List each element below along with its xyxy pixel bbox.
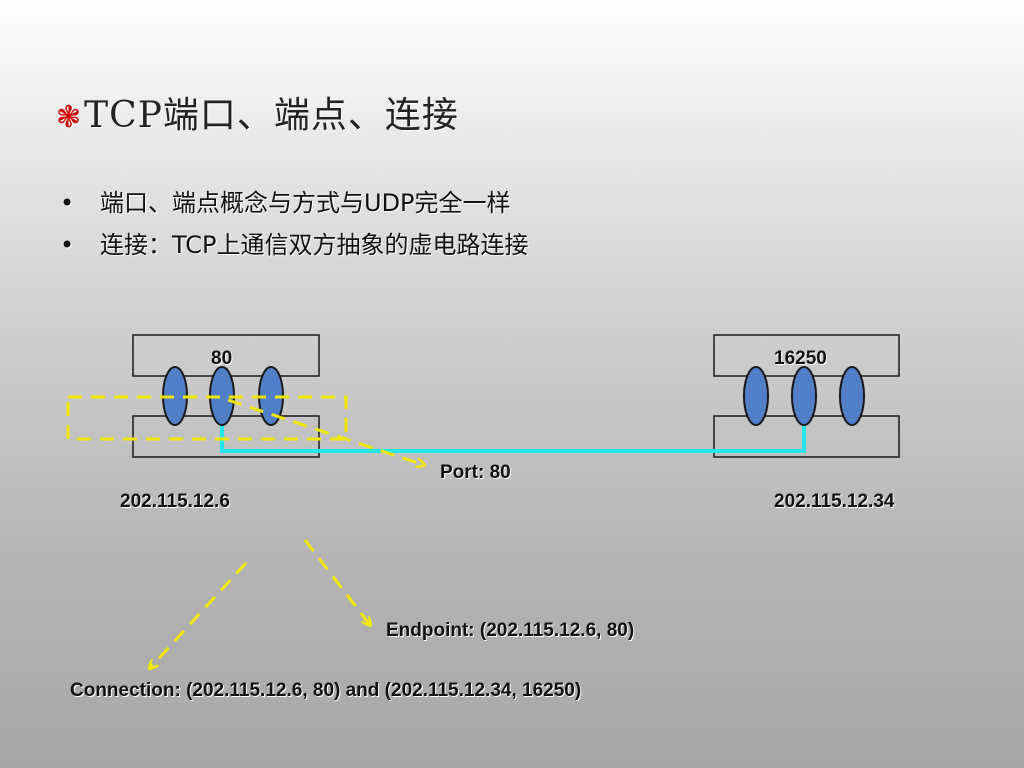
right-port-ellipse <box>839 366 865 426</box>
port-arrow <box>227 398 424 465</box>
bullet-dot: • <box>60 231 75 259</box>
bullet-item: • 端口、端点概念与方式与UDP完全一样 <box>60 182 528 224</box>
port-label: Port: 80 <box>440 462 511 483</box>
port-highlight-dashed-box <box>66 395 348 441</box>
flower-bullet-icon: ❃ <box>56 100 83 135</box>
right-host-ip: 202.115.12.34 <box>774 491 895 512</box>
left-port-number: 80 <box>211 348 233 369</box>
endpoint-arrow <box>303 539 370 625</box>
bullet-text: 连接：TCP上通信双方抽象的虚电路连接 <box>100 231 529 259</box>
bullet-dot: • <box>60 189 75 217</box>
slide-title-text: TCP端口、端点、连接 <box>84 95 459 136</box>
connection-label: Connection: (202.115.12.6, 80) and (202.… <box>70 680 582 701</box>
bullet-list: • 端口、端点概念与方式与UDP完全一样 • 连接：TCP上通信双方抽象的虚电路连接 <box>60 182 528 266</box>
right-port-number: 16250 <box>774 348 827 369</box>
connection-arrow <box>150 561 248 668</box>
right-port-ellipse-active <box>791 366 817 426</box>
slide-title: ❃TCP端口、端点、连接 <box>56 86 459 138</box>
bullet-text: 端口、端点概念与方式与UDP完全一样 <box>100 189 511 217</box>
left-host-ip: 202.115.12.6 <box>120 491 230 512</box>
endpoint-label: Endpoint: (202.115.12.6, 80) <box>386 620 635 641</box>
right-port-ellipse <box>743 366 769 426</box>
bullet-item: • 连接：TCP上通信双方抽象的虚电路连接 <box>60 224 528 266</box>
